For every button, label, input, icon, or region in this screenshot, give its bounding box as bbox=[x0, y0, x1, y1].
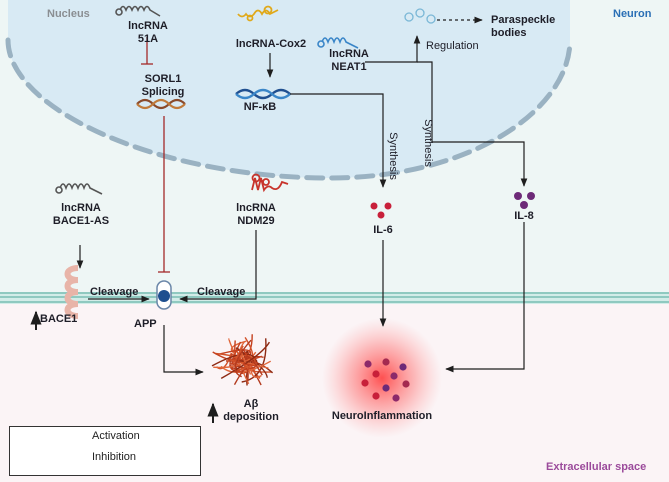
neuroinflammation-label: NeuroInflammation bbox=[331, 410, 433, 422]
abeta-aggregate-icon bbox=[211, 334, 274, 386]
sorl1-dna-icon bbox=[136, 98, 186, 110]
abeta-fibril bbox=[215, 352, 238, 365]
abeta-fibril bbox=[241, 338, 267, 383]
lncrna-neat1-label: lncRNA NEAT1 bbox=[329, 48, 369, 73]
inflammation-cytokines-icon bbox=[361, 358, 410, 402]
abeta-fibril bbox=[244, 355, 263, 376]
app-protein-icon bbox=[158, 290, 170, 302]
arrow-app-to-abeta bbox=[163, 325, 204, 376]
abeta-fibril bbox=[243, 360, 269, 369]
arrow-neat1-to-il8 bbox=[417, 61, 528, 187]
inflammation-glow bbox=[322, 318, 442, 438]
lncrna-51a-label: lncRNA 51A bbox=[128, 20, 168, 45]
legend: Activation Inhibition bbox=[9, 426, 201, 476]
lncrna-bace1-as-label: lncRNA BACE1-AS bbox=[52, 202, 110, 227]
regulation-label: Regulation bbox=[426, 40, 479, 52]
abeta-fibril bbox=[212, 334, 253, 362]
abeta-fibril bbox=[230, 340, 247, 354]
synthesis-neat1-label: Synthesis bbox=[422, 119, 434, 167]
paraspeckle-label: Paraspeckle bodies bbox=[491, 14, 556, 39]
nucleus-label: Nucleus bbox=[47, 8, 90, 20]
neuron-label: Neuron bbox=[613, 8, 652, 20]
abeta-fibril bbox=[220, 341, 271, 380]
legend-activation-label: Activation bbox=[92, 430, 140, 442]
abeta-fibril bbox=[250, 363, 262, 378]
il8-label: IL-8 bbox=[514, 210, 534, 222]
cleavage-right-label: Cleavage bbox=[197, 286, 246, 298]
bace1-enzyme-icon bbox=[64, 265, 79, 319]
abeta-fibril bbox=[213, 351, 257, 369]
bace1-label: BACE1 bbox=[40, 313, 78, 325]
sorl1-label: SORL1 Splicing bbox=[141, 73, 185, 98]
il6-icon bbox=[370, 202, 392, 219]
lncrna-neat1-icon bbox=[317, 37, 359, 49]
abeta-label: Aβ deposition bbox=[223, 398, 279, 423]
nfkb-label: NF-κB bbox=[243, 101, 277, 113]
nfkb-dna-icon bbox=[235, 88, 291, 100]
nuclear-envelope bbox=[5, 37, 573, 181]
lncrna-bace1-as-icon bbox=[55, 183, 103, 195]
lncrna-ndm29-label: lncRNA NDM29 bbox=[236, 202, 276, 227]
il6-label: IL-6 bbox=[373, 224, 393, 236]
lncrna-ndm29-icon bbox=[251, 173, 289, 193]
app-label: APP bbox=[134, 318, 157, 330]
arrow-il8-to-inflammation bbox=[445, 222, 525, 373]
abeta-fibril bbox=[234, 339, 252, 378]
il8-icon bbox=[514, 192, 535, 209]
synthesis-nfkb-label: Synthesis bbox=[387, 132, 399, 180]
cleavage-left-label: Cleavage bbox=[90, 286, 139, 298]
extracellular-label: Extracellular space bbox=[546, 461, 647, 473]
abeta-fibril bbox=[220, 360, 272, 373]
arrow-ndm29-cleavage bbox=[179, 230, 257, 303]
lncrna-cox2-label: lncRNA-Cox2 bbox=[235, 38, 307, 50]
paraspeckle-icon bbox=[404, 8, 436, 24]
lncrna-51a-icon bbox=[115, 5, 161, 17]
abeta-fibril bbox=[211, 353, 258, 367]
nucleus bbox=[8, 0, 570, 178]
lncrna-cox2-icon bbox=[237, 5, 279, 22]
abeta-fibril bbox=[242, 363, 257, 371]
arrow-nfkb-to-il6 bbox=[290, 93, 387, 188]
legend-inhibition-label: Inhibition bbox=[92, 451, 137, 463]
